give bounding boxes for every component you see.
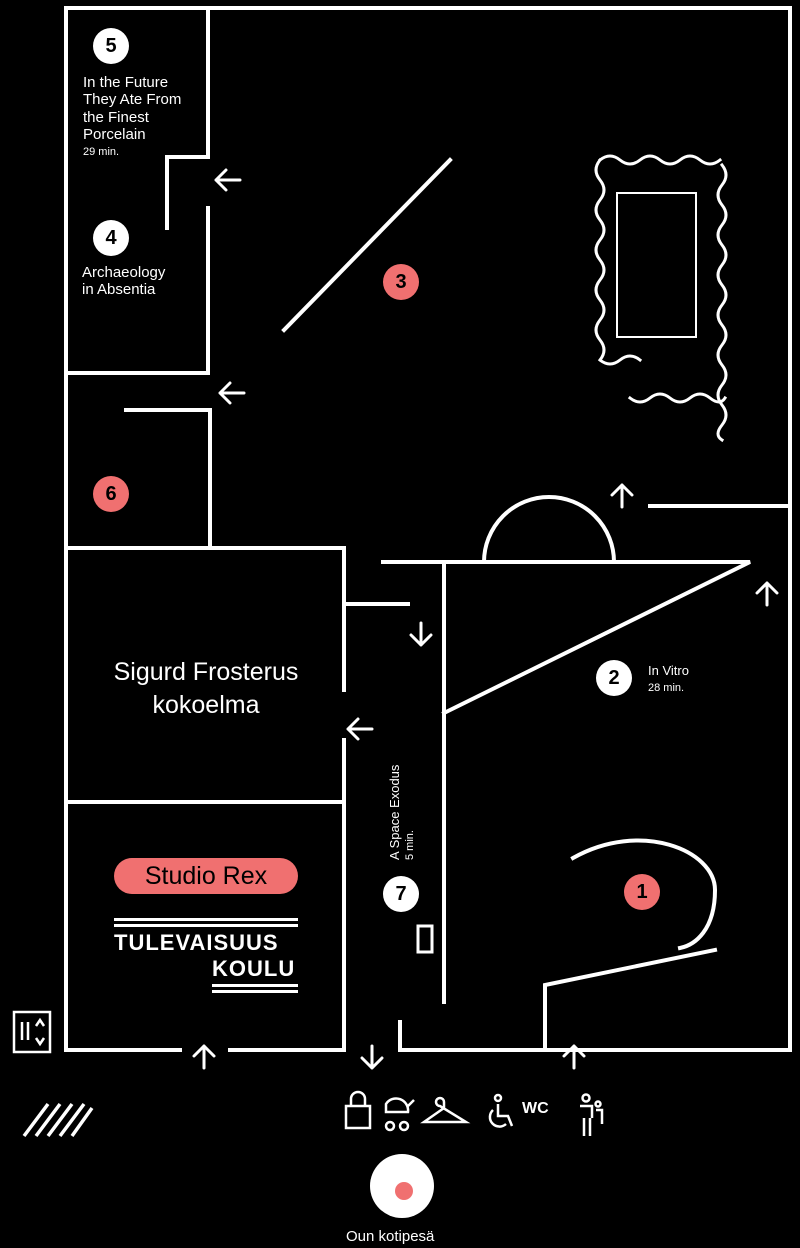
arrow-up-icon: [610, 483, 634, 509]
logo-line2: KOULU: [212, 956, 296, 981]
room-3-marker[interactable]: 3: [383, 264, 419, 300]
room-5-marker[interactable]: 5: [93, 28, 129, 64]
room-4-title-line2: in Absentia: [82, 281, 156, 299]
room-7-label: A Space Exodus 5 min.: [387, 764, 417, 860]
artwork-frame: [616, 192, 697, 338]
bottom-wall-mid: [398, 1020, 547, 1052]
room-6-wall: [124, 408, 212, 550]
outer-wall: [64, 6, 792, 1052]
room-4-title-line1: Archaeology: [82, 264, 166, 281]
room-5-label: In the Future They Ate From the Finest P…: [83, 74, 181, 159]
room-5-title-line2: They Ate From: [83, 91, 182, 109]
room-5-title-line4: Porcelain: [83, 125, 146, 143]
semicircle-wall: [481, 495, 617, 565]
accessible-icon: [488, 1093, 514, 1128]
room-7-duration: 5 min.: [404, 830, 417, 860]
collection-line2: kokoelma: [152, 690, 260, 719]
arrow-down-icon: [360, 1044, 384, 1070]
lock-icon: [344, 1090, 372, 1130]
room-2-title: In Vitro: [648, 663, 689, 678]
room-4-label: Archaeology in Absentia: [82, 264, 165, 299]
elevator-icon: [12, 1010, 52, 1054]
arrow-up-icon: [562, 1044, 586, 1070]
family-icon: [580, 1093, 604, 1136]
arrow-up-icon: [755, 581, 779, 607]
home-room-dot: [395, 1182, 413, 1200]
collection-label[interactable]: Sigurd Frosterus kokoelma: [80, 656, 332, 721]
arrow-down-icon: [409, 621, 433, 647]
room-6-marker[interactable]: 6: [93, 476, 129, 512]
logo-dashes: [114, 918, 298, 993]
room-3-diagonal: [281, 157, 453, 333]
room-5-duration: 29 min.: [83, 146, 120, 158]
room-7-marker[interactable]: 7: [383, 876, 419, 912]
studio-rex-badge[interactable]: Studio Rex: [114, 858, 298, 894]
arrow-up-icon: [192, 1044, 216, 1070]
logo-line1: TULEVAISUUS: [114, 930, 279, 955]
room-5-title-line3: the Finest: [83, 108, 149, 126]
room-7-screen: [416, 924, 434, 954]
collection-line1: Sigurd Frosterus: [113, 658, 299, 686]
collection-wall: [64, 546, 346, 1052]
room-2-marker[interactable]: 2: [596, 660, 632, 696]
room-1-curve: [570, 838, 718, 951]
room-2-label: In Vitro 28 min.: [648, 663, 689, 695]
wavy-frame: [594, 154, 728, 443]
wc-label: WC: [522, 1100, 549, 1117]
room-5-title-line1: In the Future: [83, 74, 169, 91]
hanger-icon: [420, 1096, 471, 1124]
triangle-wall: [381, 560, 751, 1004]
room-5-wall: [165, 6, 210, 230]
room-1-marker[interactable]: 1: [624, 874, 660, 910]
arrow-left-icon: [218, 381, 246, 405]
room-4-wall: [64, 206, 210, 375]
home-room-label[interactable]: Oun kotipesä: [346, 1228, 435, 1245]
stroller-icon: [384, 1097, 415, 1132]
arrow-left-icon: [346, 717, 374, 741]
room-7-title: A Space Exodus: [387, 764, 402, 860]
room-2-duration: 28 min.: [648, 681, 685, 694]
stairs-icon: [22, 1102, 94, 1138]
room-4-marker[interactable]: 4: [93, 220, 129, 256]
arrow-left-icon: [214, 168, 242, 192]
